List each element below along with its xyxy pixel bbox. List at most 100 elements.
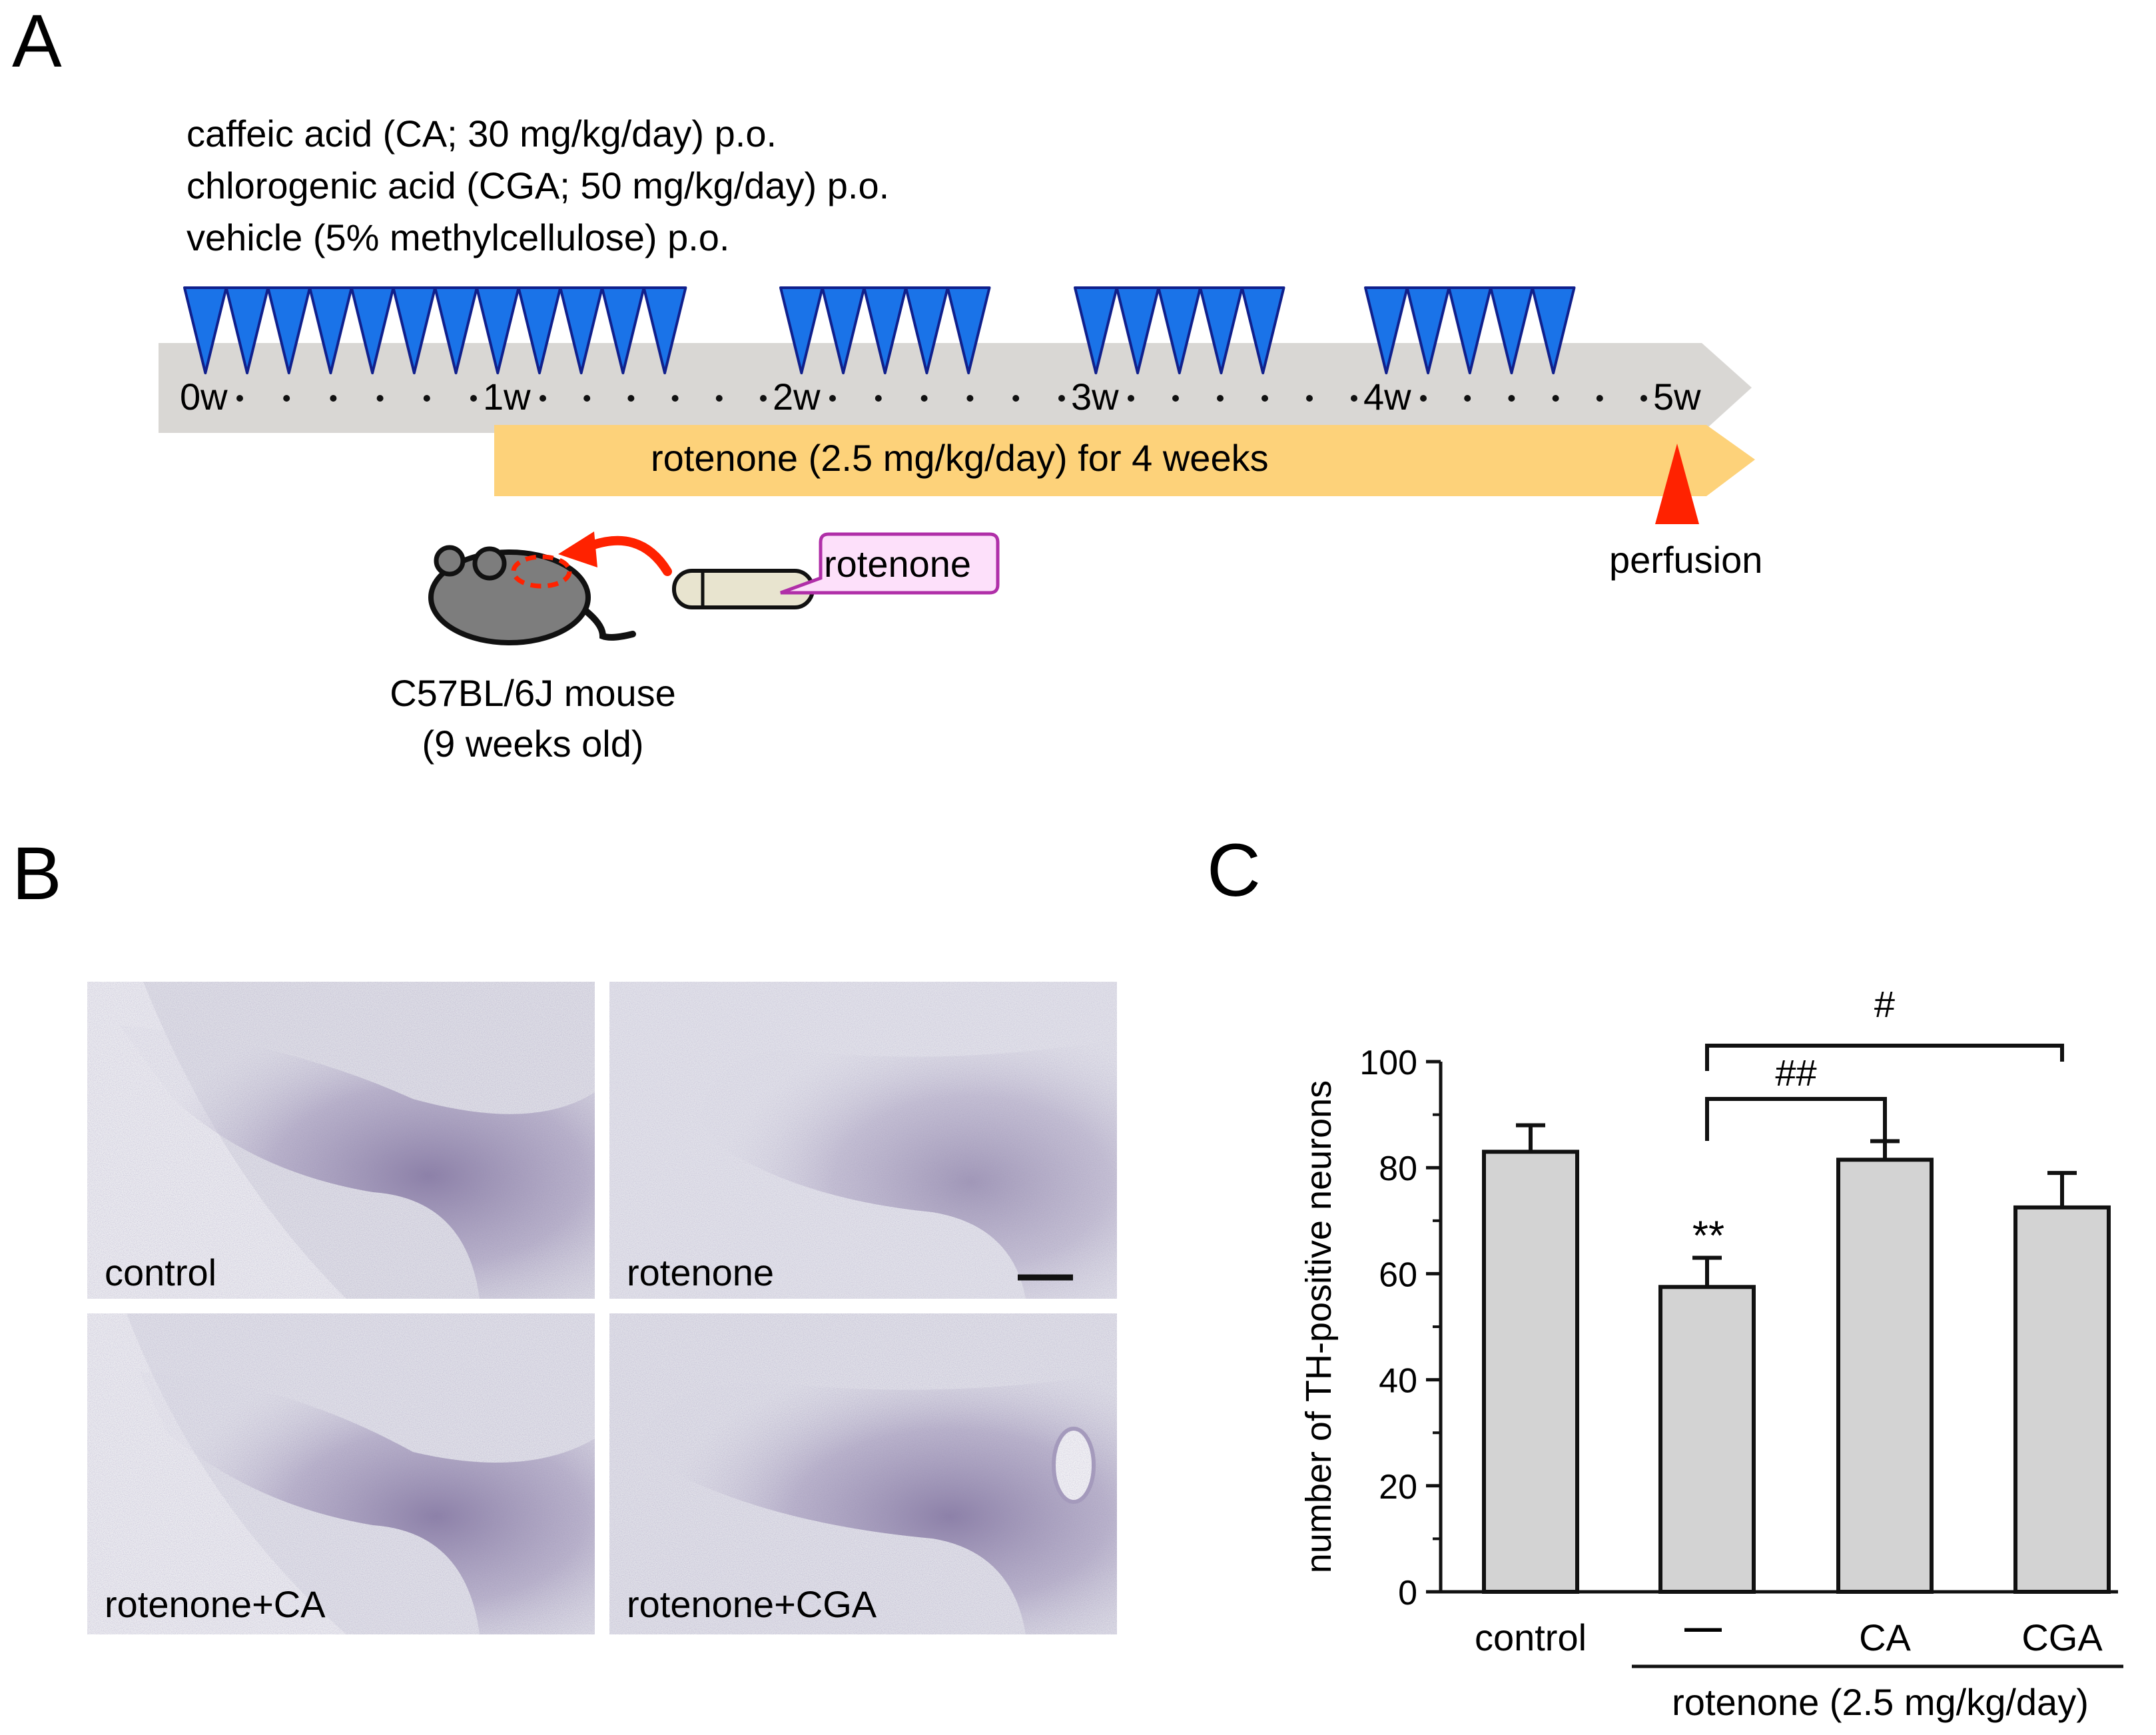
treatment-cga: chlorogenic acid (CGA; 50 mg/kg/day) p.o… bbox=[186, 165, 889, 206]
y-tick-label: 40 bbox=[1379, 1362, 1417, 1401]
category-label: — bbox=[1684, 1606, 1722, 1648]
mouse-ear-front bbox=[472, 546, 507, 581]
dose-marker-icon bbox=[1074, 286, 1118, 374]
week-tick-dot bbox=[966, 395, 974, 402]
dose-marker-icon bbox=[517, 286, 562, 374]
week-label: 2w bbox=[773, 376, 821, 418]
category-label: control bbox=[1475, 1616, 1587, 1658]
y-tick-label: 0 bbox=[1398, 1574, 1417, 1612]
week-tick-dot bbox=[671, 395, 679, 402]
y-tick-label: 80 bbox=[1379, 1150, 1417, 1188]
dose-marker-icon bbox=[434, 286, 478, 374]
micrograph-rotenone-ca: rotenone+CA bbox=[87, 1313, 595, 1634]
mouse-age-label: (9 weeks old) bbox=[422, 723, 643, 765]
week-tick-dot bbox=[583, 395, 591, 402]
dose-marker-icon bbox=[1199, 286, 1244, 374]
dosing-markers bbox=[183, 286, 1576, 374]
week-label: 4w bbox=[1363, 376, 1411, 418]
dose-marker-icon bbox=[266, 286, 312, 374]
week-label: 3w bbox=[1071, 376, 1119, 418]
dose-marker-icon bbox=[183, 286, 228, 374]
week-tick-dot bbox=[1508, 395, 1515, 402]
comparison-label: ## bbox=[1775, 1052, 1816, 1094]
week-tick-dot bbox=[1261, 395, 1268, 402]
perfusion-marker bbox=[1655, 444, 1699, 524]
micrograph-caption-control: control bbox=[105, 1251, 216, 1293]
micrograph-control: control bbox=[87, 982, 595, 1299]
week-tick-dot bbox=[1420, 395, 1427, 402]
implant-arrow bbox=[581, 535, 672, 576]
week-tick-dot bbox=[1058, 395, 1065, 402]
dose-marker-icon bbox=[308, 286, 353, 374]
week-tick-dot bbox=[539, 395, 546, 402]
comparison-bracket bbox=[1705, 1044, 2064, 1071]
micrograph-caption-rotenone-ca: rotenone+CA bbox=[105, 1583, 326, 1625]
rotenone-period-label: rotenone (2.5 mg/kg/day) for 4 weeks bbox=[651, 437, 1269, 479]
timeline-arrow bbox=[159, 343, 1752, 433]
week-axis: 0w 1w 2w 3w 4w 5w bbox=[180, 376, 1701, 418]
week-tick-dot bbox=[1128, 395, 1134, 402]
dose-marker-icon bbox=[779, 286, 824, 374]
y-axis-label: number of TH-positive neurons bbox=[1299, 1080, 1339, 1573]
week-label: 1w bbox=[483, 376, 531, 418]
micrograph-grid: control rotenone rotenone+CA rotenone+CG… bbox=[87, 982, 1117, 1634]
rotenone-period-bar bbox=[494, 425, 1755, 496]
week-tick-dot bbox=[1306, 395, 1313, 402]
week-tick-dot bbox=[1012, 395, 1020, 402]
mouse-illustration bbox=[428, 531, 672, 645]
panel-label-a: A bbox=[12, 0, 62, 83]
significance-annotation: ** bbox=[1692, 1214, 1724, 1259]
dose-marker-icon bbox=[904, 286, 949, 374]
implant-arrowhead bbox=[558, 531, 597, 567]
micrograph-rotenone: rotenone bbox=[609, 982, 1117, 1299]
dose-marker-icon bbox=[1531, 286, 1576, 374]
comparison-label: # bbox=[1874, 983, 1895, 1025]
week-tick-dot bbox=[1172, 395, 1179, 402]
dose-marker-icon bbox=[1447, 286, 1493, 374]
pellet-speech-bubble bbox=[780, 532, 1000, 595]
week-tick-dot bbox=[376, 395, 384, 402]
category-label: CGA bbox=[2021, 1616, 2103, 1658]
mouse-body bbox=[428, 549, 591, 645]
pellet-label: rotenone bbox=[824, 543, 971, 585]
treatment-vehicle: vehicle (5% methylcellulose) p.o. bbox=[186, 216, 729, 258]
week-tick-dot bbox=[1596, 395, 1603, 402]
dose-marker-icon bbox=[559, 286, 603, 374]
mouse-ear-back bbox=[434, 545, 466, 577]
week-label: 0w bbox=[180, 376, 228, 418]
mouse-tail bbox=[576, 603, 636, 641]
dose-marker-icon bbox=[1157, 286, 1202, 374]
week-tick-dot bbox=[423, 395, 430, 402]
comparison-bracket bbox=[1705, 1097, 1887, 1141]
y-tick-label: 100 bbox=[1359, 1044, 1417, 1082]
mouse-strain-label: C57BL/6J mouse bbox=[390, 672, 676, 714]
week-tick-dot bbox=[330, 395, 337, 402]
dose-marker-icon bbox=[642, 286, 687, 374]
dose-marker-icon bbox=[821, 286, 866, 374]
week-tick-dot bbox=[715, 395, 723, 402]
dose-marker-icon bbox=[601, 286, 645, 374]
dose-marker-icon bbox=[946, 286, 991, 374]
week-tick-dot bbox=[875, 395, 882, 402]
dose-marker-icon bbox=[224, 286, 270, 374]
y-tick-label: 60 bbox=[1379, 1255, 1417, 1294]
dose-marker-icon bbox=[1364, 286, 1409, 374]
dose-marker-icon bbox=[1405, 286, 1451, 374]
panel-label-b: B bbox=[12, 832, 62, 915]
dose-marker-icon bbox=[475, 286, 520, 374]
micrograph-rotenone-cga: rotenone+CGA bbox=[609, 1313, 1117, 1634]
week-tick-dot bbox=[1217, 395, 1224, 402]
week-tick-dot bbox=[1464, 395, 1471, 402]
dose-marker-icon bbox=[1489, 286, 1534, 374]
week-tick-dot bbox=[1552, 395, 1559, 402]
bar bbox=[1658, 1285, 1756, 1594]
week-tick-dot bbox=[627, 395, 635, 402]
dose-marker-icon bbox=[863, 286, 908, 374]
week-label: 5w bbox=[1653, 376, 1701, 418]
bar bbox=[2013, 1205, 2111, 1594]
micrograph-caption-rotenone: rotenone bbox=[627, 1251, 774, 1293]
bar bbox=[1482, 1150, 1579, 1594]
dose-marker-icon bbox=[1240, 286, 1285, 374]
